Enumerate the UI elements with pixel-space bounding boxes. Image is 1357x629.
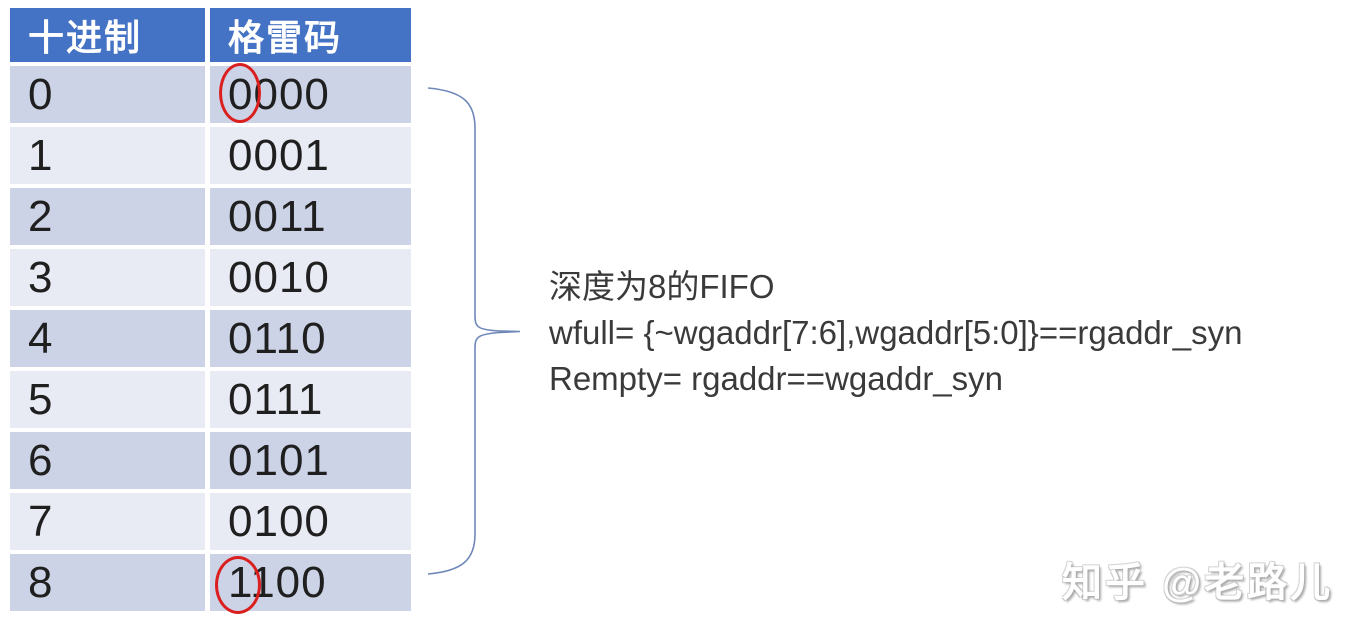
annotation-line-wfull: wfull= {~wgaddr[7:6],wgaddr[5:0]}==rgadd… [549, 314, 1243, 351]
cell-decimal-5: 5 [10, 371, 205, 428]
cell-gray-5: 0111 [210, 371, 411, 428]
annotation-line-depth: 深度为8的FIFO [549, 268, 775, 305]
cell-decimal-3: 3 [10, 249, 205, 306]
column-header-decimal: 十进制 [10, 8, 205, 62]
cell-decimal-7: 7 [10, 493, 205, 550]
cell-decimal-0: 0 [10, 66, 205, 123]
cell-gray-1: 0001 [210, 127, 411, 184]
annotation-line-rempty: Rempty= rgaddr==wgaddr_syn [549, 360, 1004, 397]
cell-decimal-1: 1 [10, 127, 205, 184]
column-header-gray: 格雷码 [210, 8, 411, 62]
cell-decimal-4: 4 [10, 310, 205, 367]
fifo-annotation-text: 深度为8的FIFO wfull= {~wgaddr[7:6],wgaddr[5:… [549, 264, 1242, 402]
cell-decimal-6: 6 [10, 432, 205, 489]
cell-gray-6: 0101 [210, 432, 411, 489]
cell-gray-7: 0100 [210, 493, 411, 550]
cell-decimal-8: 8 [10, 554, 205, 611]
gray-code-table: 十进制 格雷码 0 0000 1 0001 2 0011 3 0010 4 01… [10, 8, 411, 611]
zhihu-watermark: 知乎 @老路儿 [1062, 561, 1334, 605]
right-brace-shape [427, 87, 521, 575]
cell-gray-3: 0010 [210, 249, 411, 306]
cell-gray-2: 0011 [210, 188, 411, 245]
cell-decimal-2: 2 [10, 188, 205, 245]
red-circle-annotation-bottom [215, 556, 261, 614]
red-circle-annotation-top [219, 63, 261, 123]
cell-gray-4: 0110 [210, 310, 411, 367]
